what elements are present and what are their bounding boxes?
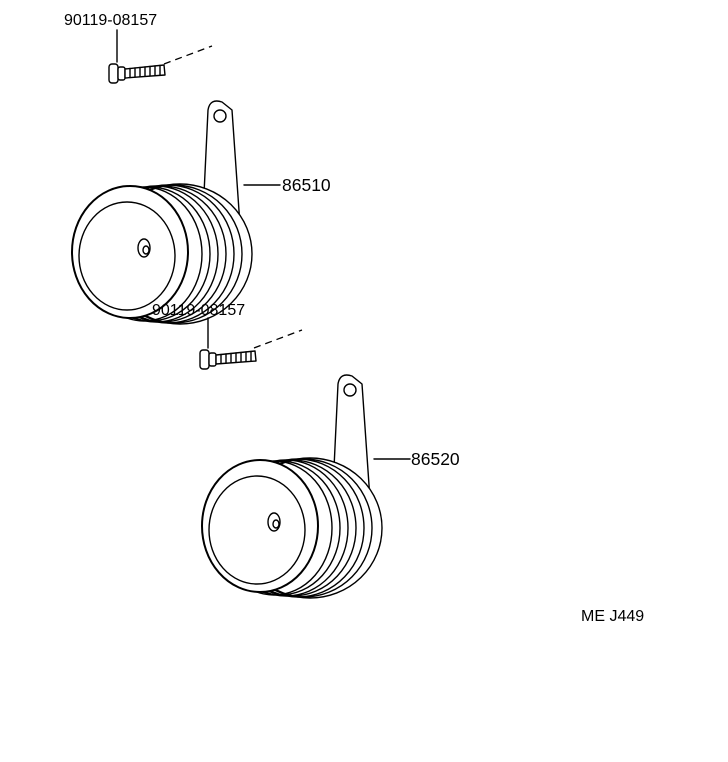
install-line-upper <box>163 45 213 65</box>
part-number-bolt-upper: 90119-08157 <box>64 12 157 29</box>
horn-upper-drawing <box>71 100 253 325</box>
bolt-upper-drawing <box>108 63 166 84</box>
horn-lower-drawing <box>201 374 383 599</box>
horn-assembly-upper: 90119-08157 86510 <box>64 12 331 325</box>
install-line-lower <box>253 329 303 349</box>
part-number-bolt-lower: 90119-08157 <box>152 302 245 319</box>
part-number-horn-upper: 86510 <box>282 175 331 195</box>
figure-code: ME J449 <box>581 608 644 625</box>
part-number-horn-lower: 86520 <box>411 449 460 469</box>
horn-assembly-lower: 90119-08157 86520 <box>152 302 460 599</box>
bolt-lower-drawing <box>199 349 257 370</box>
